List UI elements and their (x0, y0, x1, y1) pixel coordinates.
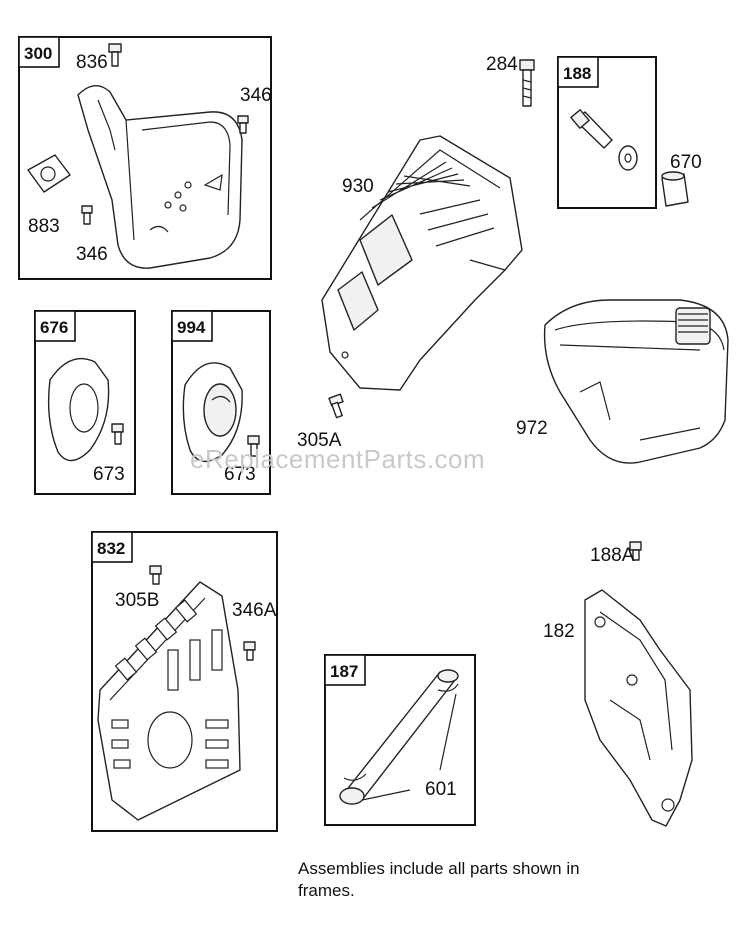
frame-label-188: 188 (563, 64, 591, 83)
callout-836: 836 (76, 52, 108, 73)
assembly-832: 832 305B 346A (91, 531, 278, 832)
frame-label-832: 832 (97, 539, 125, 558)
frame-label-187: 187 (330, 662, 358, 681)
callout-346A: 346A (232, 600, 277, 621)
frame-188 (557, 56, 657, 209)
assembly-188: 188 (557, 56, 657, 209)
frame-label-300: 300 (24, 44, 52, 63)
screw-673-left-part (111, 423, 124, 445)
screw-346A-part (243, 641, 256, 661)
callout-930: 930 (342, 176, 374, 197)
washer-part (618, 145, 638, 171)
frame-tag-676 (34, 310, 76, 342)
footnote: Assemblies include all parts shown in fr… (298, 859, 580, 900)
tube-part (339, 669, 459, 805)
assembly-676: 676 673 (34, 310, 136, 495)
frame-300 (18, 36, 272, 280)
callout-673-right: 673 (224, 464, 256, 485)
callout-883: 883 (28, 216, 60, 237)
screw-305B-part (149, 565, 162, 585)
gasket-part (27, 154, 71, 193)
frame-label-994: 994 (177, 318, 206, 337)
screw-188A-part (629, 541, 642, 561)
frame-tag-188 (557, 56, 599, 88)
screw-346-upper-part (237, 115, 249, 134)
muffler-part (77, 85, 243, 269)
frame-tag-994 (171, 310, 213, 342)
callout-670: 670 (670, 152, 702, 173)
blower-housing-part (321, 135, 523, 391)
frame-label-676: 676 (40, 318, 68, 337)
assembly-300: 300 (18, 36, 272, 280)
callout-305B: 305B (115, 590, 159, 611)
screw-305A-part (328, 393, 344, 419)
callout-673-left: 673 (93, 464, 125, 485)
callout-346-upper: 346 (240, 85, 272, 106)
frame-tag-832 (91, 531, 133, 563)
frame-832 (91, 531, 278, 832)
callout-346-lower: 346 (76, 244, 108, 265)
callout-972: 972 (516, 418, 548, 439)
spacer-670-part (661, 171, 689, 207)
watermark: eReplacementParts.com (190, 444, 486, 474)
assembly-994: 994 673 (171, 310, 271, 495)
deflector-676-part (47, 357, 110, 462)
bolt-188-part (570, 109, 613, 149)
frame-tag-300 (18, 36, 60, 68)
frame-676 (34, 310, 136, 495)
callout-601: 601 (425, 779, 457, 800)
callout-182: 182 (543, 621, 575, 642)
deflector-994-part (182, 362, 243, 463)
frame-994 (171, 310, 271, 495)
bracket-part (584, 589, 693, 827)
fuel-tank-part (543, 299, 729, 464)
frame-tag-187 (324, 654, 366, 686)
callout-188A: 188A (590, 545, 635, 566)
leader-601-a (361, 789, 411, 801)
screw-836-part (108, 43, 122, 67)
screw-346-lower-part (81, 205, 93, 225)
screw-284-part (519, 59, 535, 107)
leader-601-b (439, 693, 457, 771)
assembly-187: 187 601 (324, 654, 476, 826)
callout-284: 284 (486, 54, 518, 75)
frame-187 (324, 654, 476, 826)
muffler-guard-part (97, 581, 241, 821)
screw-673-right-part (247, 435, 260, 457)
callout-305A: 305A (297, 430, 342, 451)
